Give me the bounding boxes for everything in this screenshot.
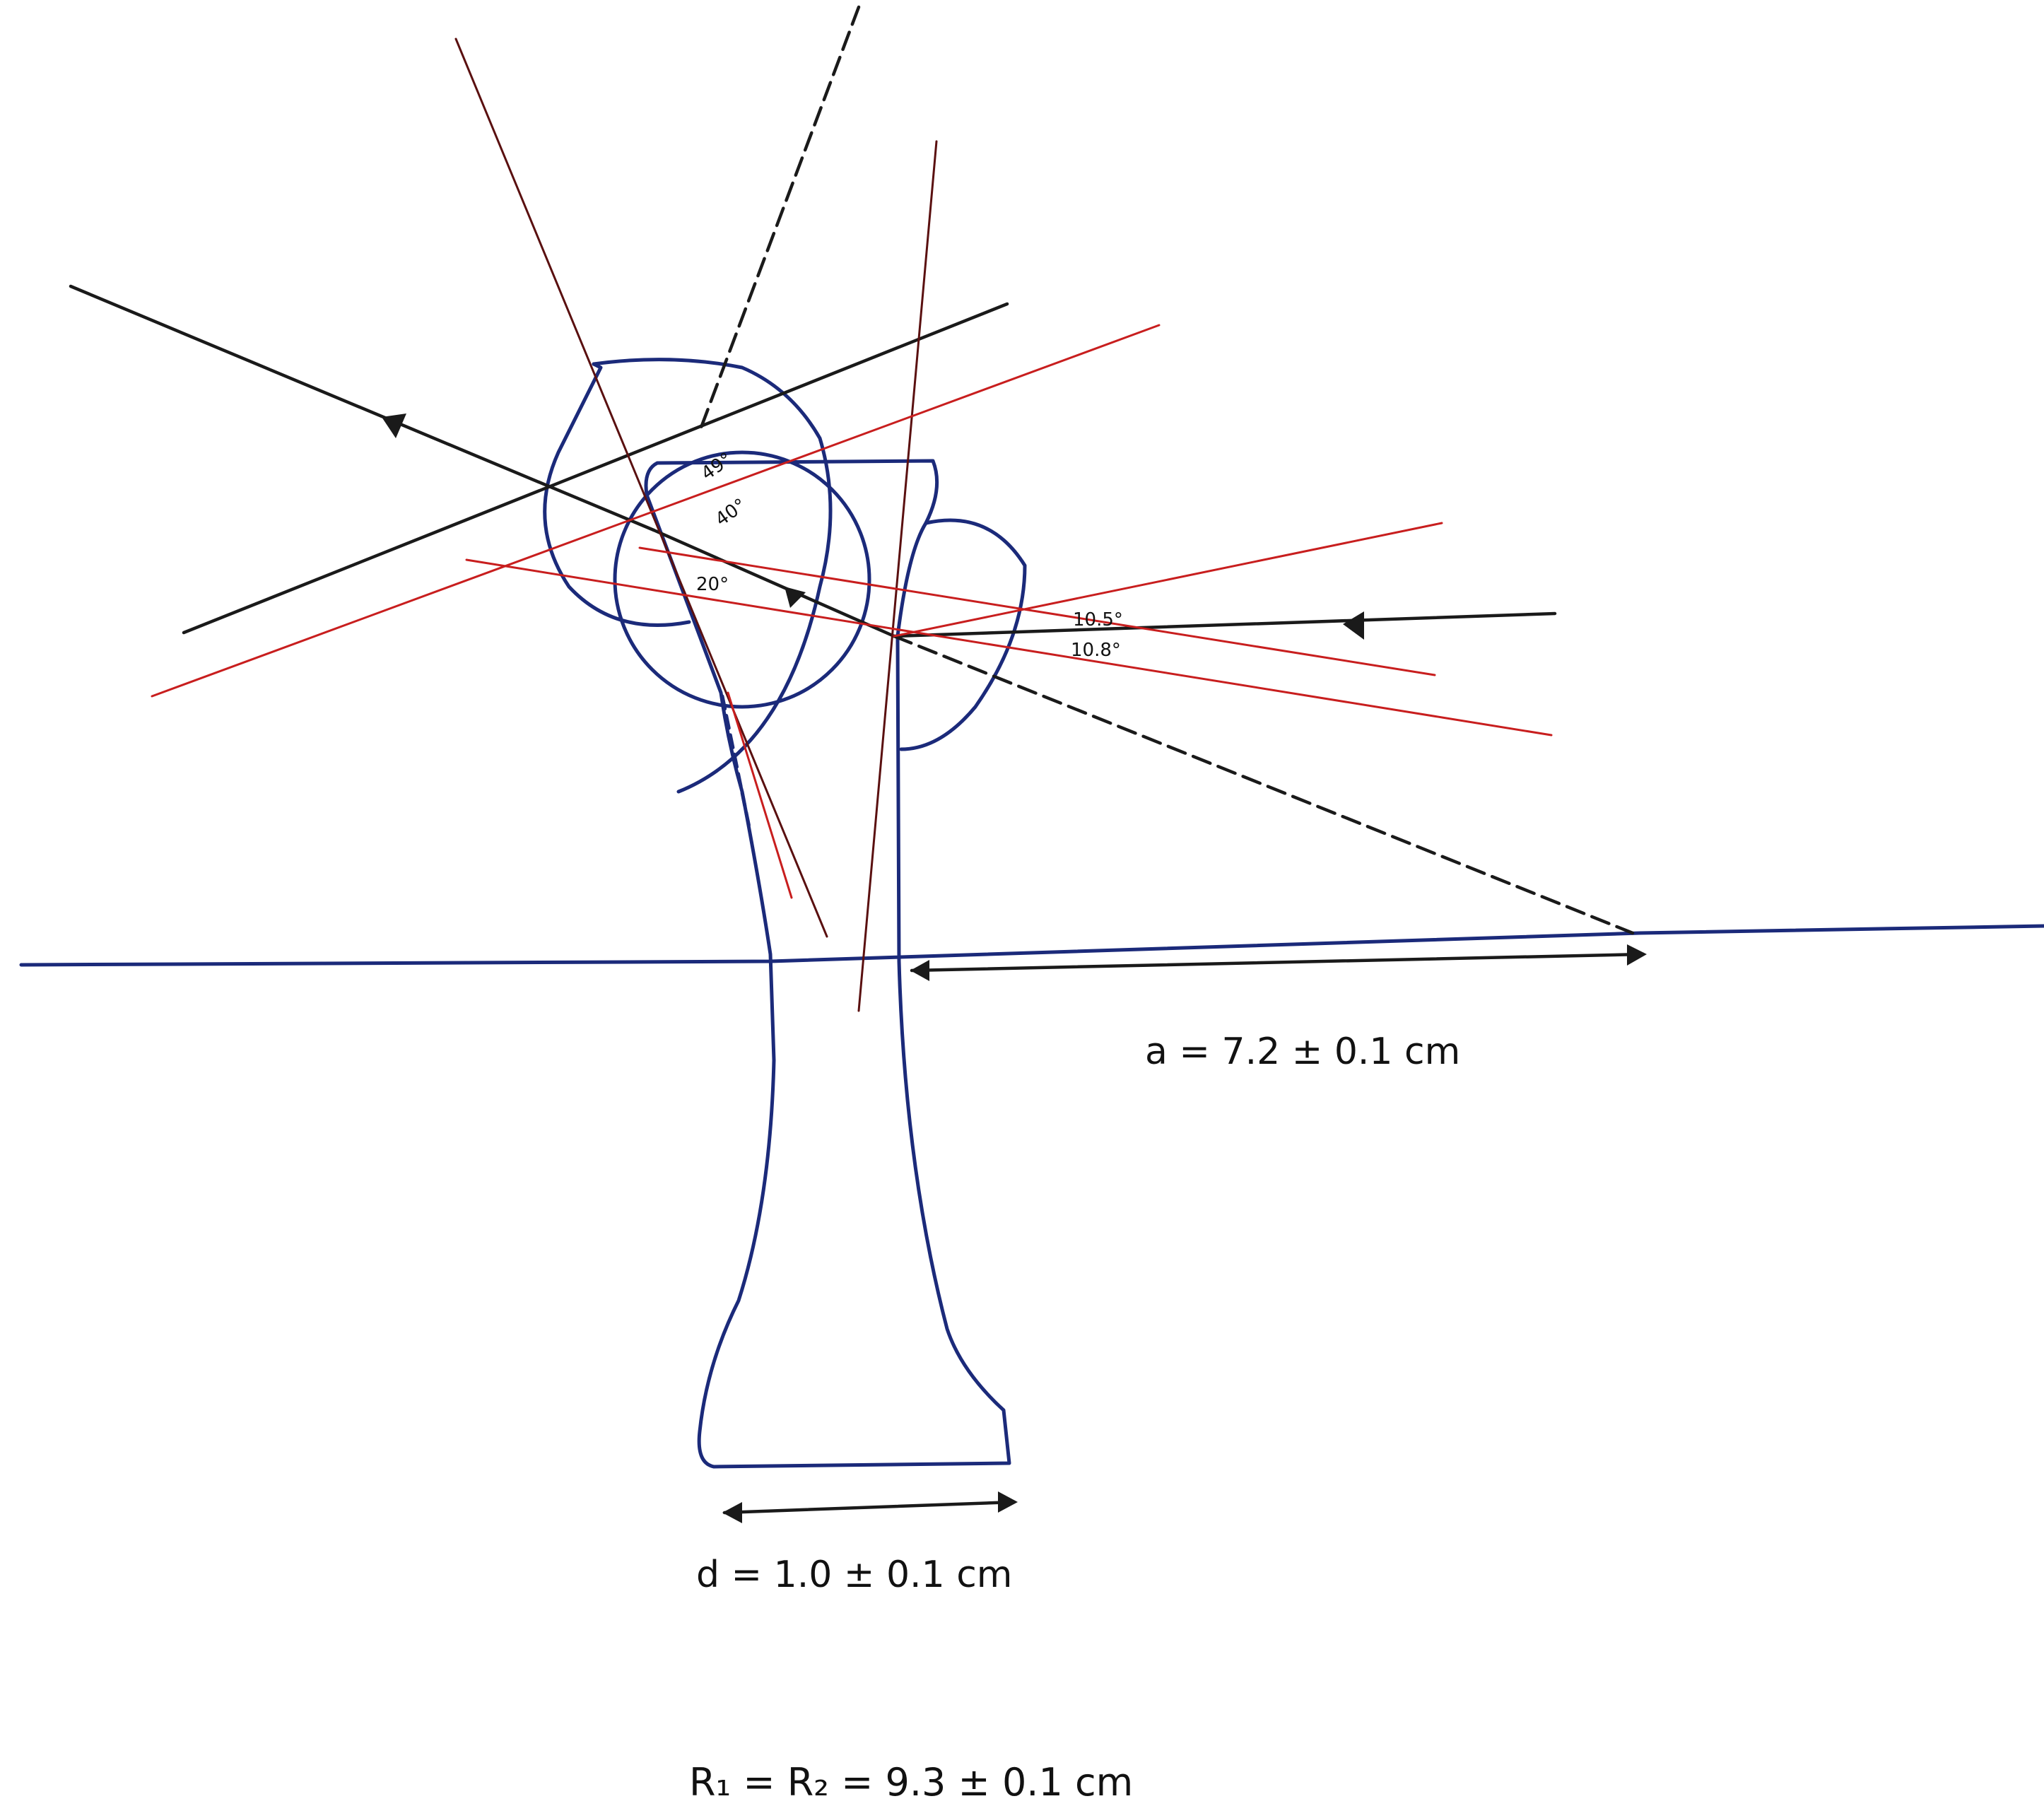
curvature-circle-right [899, 518, 1027, 751]
incident-ray-left-upper [69, 284, 656, 532]
refracted-ray-1 [151, 324, 1161, 698]
label-a: a = 7.2 ± 0.1 cm [1145, 1031, 1460, 1073]
extension-line-dashed [698, 5, 861, 433]
lens-inner-edge [720, 694, 751, 829]
curvature-circle-left-top [592, 358, 833, 794]
angle-top-2: 40° [712, 495, 751, 531]
internal-ray [652, 528, 896, 638]
normal-line-left [454, 37, 828, 938]
refracted-ray-2 [465, 558, 1553, 737]
ray-arrow-middle [785, 587, 806, 608]
incident-ray-left-lower [182, 302, 1009, 635]
angle-left: 20° [696, 574, 729, 595]
principal-axis [19, 924, 2044, 967]
label-d: d = 1.0 ± 0.1 cm [696, 1554, 1012, 1596]
dimension-a-arrow-right [1627, 944, 1647, 966]
curvature-circle-center [613, 450, 871, 709]
dimension-a-line [910, 952, 1645, 973]
refracted-ray-5 [727, 691, 793, 899]
lens-outline [644, 459, 1011, 1469]
dimension-d-line [722, 1500, 1016, 1515]
ray-arrow-left [382, 414, 406, 438]
dimension-a-arrow-left [910, 960, 929, 981]
refracted-ray-4 [893, 522, 1443, 638]
angle-right-2: 10.8° [1071, 640, 1121, 661]
emergent-ray-dashed [892, 634, 1635, 935]
normal-line-right [857, 140, 938, 1012]
incident-ray-right [892, 611, 1557, 638]
label-r: R₁ = R₂ = 9.3 ± 0.1 cm [689, 1760, 1133, 1805]
ray-arrow-right [1343, 611, 1364, 640]
dimension-d-arrow-left [722, 1502, 742, 1523]
dimension-d-arrow-right [998, 1491, 1018, 1513]
angle-right-1: 10.5° [1073, 609, 1123, 631]
refracted-ray-3 [638, 546, 1436, 676]
